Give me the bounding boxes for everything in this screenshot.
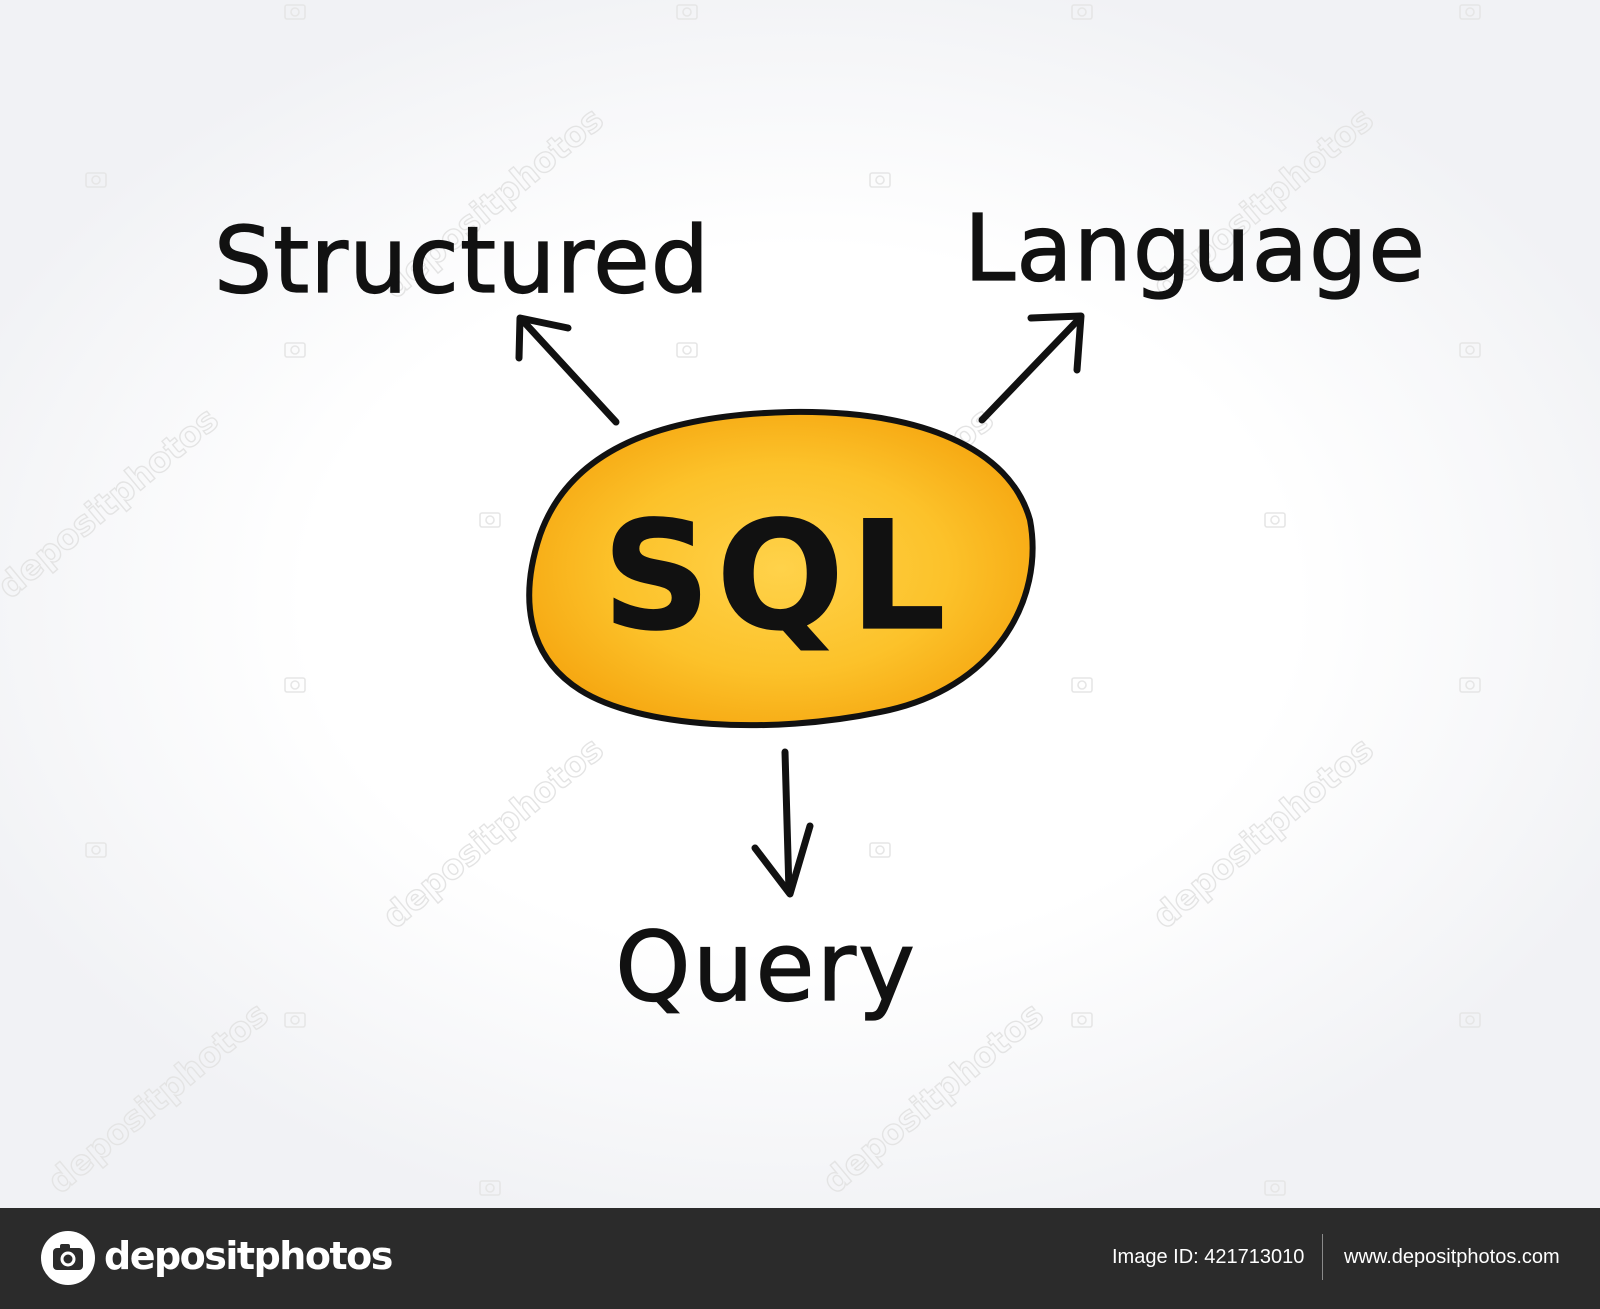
camera-icon — [1459, 677, 1481, 693]
camera-icon — [869, 842, 891, 858]
camera-icon — [479, 1180, 501, 1196]
center-label: SQL — [602, 490, 951, 664]
camera-icon — [1459, 4, 1481, 20]
watermark-text: depositphotos — [1145, 729, 1381, 936]
site-url: www.depositphotos.com — [1344, 1246, 1560, 1268]
watermark-text: depositphotos — [375, 729, 611, 936]
brand-name: depositphotos — [104, 1234, 393, 1278]
canvas: depositphotos depositphotos depositphoto… — [0, 0, 1600, 1208]
watermark-text: depositphotos — [40, 994, 276, 1201]
camera-icon — [284, 342, 306, 358]
camera-icon — [1071, 677, 1093, 693]
arrow-up-right — [978, 312, 1085, 424]
arrow-up-left — [515, 314, 620, 426]
camera-icon — [1071, 1012, 1093, 1028]
camera-icon — [284, 1012, 306, 1028]
footer-divider — [1322, 1234, 1323, 1280]
camera-icon — [1459, 342, 1481, 358]
branch-label-language: Language — [964, 195, 1426, 302]
camera-icon — [1264, 1180, 1286, 1196]
camera-icon — [284, 4, 306, 20]
image-id-text: Image ID: 421713010 — [1112, 1246, 1305, 1268]
camera-icon — [1071, 4, 1093, 20]
camera-icon — [41, 1231, 95, 1285]
footer-bar: depositphotos Image ID: 421713010 www.de… — [0, 1208, 1600, 1309]
sql-oval — [526, 408, 1036, 729]
camera-icon — [1459, 1012, 1481, 1028]
camera-icon — [869, 172, 891, 188]
arrow-down — [751, 748, 814, 898]
camera-icon — [1264, 512, 1286, 528]
camera-icon — [479, 512, 501, 528]
branch-label-structured: Structured — [214, 207, 710, 314]
camera-icon — [676, 342, 698, 358]
watermark-text: depositphotos — [815, 994, 1051, 1201]
watermark-camera-icons — [85, 4, 1481, 1196]
diagram: depositphotos depositphotos depositphoto… — [0, 4, 1481, 1203]
camera-icon — [676, 4, 698, 20]
branch-label-query: Query — [615, 911, 917, 1023]
camera-icon — [284, 677, 306, 693]
camera-icon — [85, 842, 107, 858]
watermark-text: depositphotos — [0, 399, 226, 606]
camera-icon — [85, 172, 107, 188]
